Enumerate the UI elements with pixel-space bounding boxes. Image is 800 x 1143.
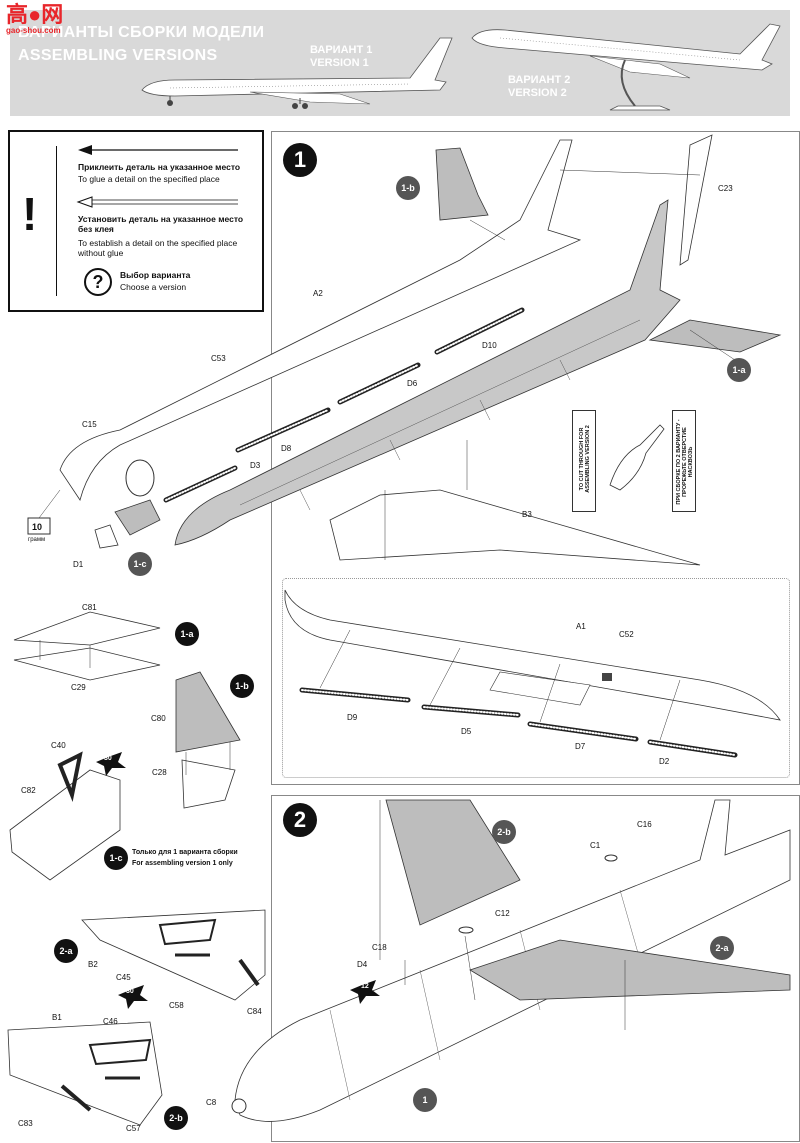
legend-choose-ru: Выбор варианта bbox=[120, 270, 191, 280]
part-c40: C40 bbox=[51, 741, 66, 750]
star-count-2a: 30 bbox=[126, 988, 134, 995]
part-d4: D4 bbox=[357, 960, 368, 969]
badge-2b: 2-b bbox=[492, 820, 516, 844]
part-d2: D2 bbox=[659, 757, 670, 766]
badge-part-1: 1 bbox=[413, 1088, 437, 1112]
part-c58: C58 bbox=[169, 1001, 184, 1010]
warning-exclamation-icon: ! bbox=[22, 188, 38, 240]
subassembly-1c-drawing bbox=[9, 751, 126, 881]
legend-glue-ru: Приклеить деталь на указанное место bbox=[78, 162, 241, 172]
part-c12: C12 bbox=[495, 909, 510, 918]
version1-only-note-ru: Только для 1 варианта сборки bbox=[132, 849, 238, 856]
subassembly-1a-drawing bbox=[13, 611, 161, 681]
watermark-text: 高●网 bbox=[6, 2, 64, 27]
part-c82: C82 bbox=[21, 786, 36, 795]
version2-label-en: VERSION 2 bbox=[508, 87, 567, 99]
subassembly-1b-drawing bbox=[175, 671, 241, 809]
version1-only-note-en: For assembling version 1 only bbox=[132, 860, 233, 867]
badge-sub-1b: 1-b bbox=[230, 674, 254, 698]
part-d8: D8 bbox=[281, 444, 292, 453]
legend-noglue-en: To establish a detail on the specified p… bbox=[78, 238, 238, 258]
watermark-url: gao-shou.com bbox=[6, 26, 61, 35]
part-b1: B1 bbox=[52, 1013, 62, 1022]
part-c8: C8 bbox=[206, 1098, 217, 1107]
legend-glue-en: To glue a detail on the specified place bbox=[78, 174, 220, 184]
part-c28: C28 bbox=[152, 768, 167, 777]
watermark-logo: 高●网 gao-shou.com bbox=[6, 4, 78, 36]
part-c46: C46 bbox=[103, 1017, 118, 1026]
part-d7: D7 bbox=[575, 742, 586, 751]
part-d9: D9 bbox=[347, 713, 358, 722]
glue-arrow-icon bbox=[78, 145, 238, 155]
badge-sub-1c: 1-c bbox=[104, 846, 128, 870]
part-b2: B2 bbox=[88, 960, 98, 969]
noglue-arrow-icon bbox=[76, 196, 238, 208]
badge-2a: 2-a bbox=[710, 936, 734, 960]
legend-box: ! Приклеить деталь на указанное место To… bbox=[8, 130, 264, 312]
weight-value: 10 bbox=[32, 522, 43, 532]
part-c53: C53 bbox=[211, 354, 226, 363]
version1-label-en: VERSION 1 bbox=[310, 57, 369, 69]
badge-sub-2b: 2-b bbox=[164, 1106, 188, 1130]
assembling-versions-header: ВАРИАНТЫ СБОРКИ МОДЕЛИ ASSEMBLING VERSIO… bbox=[10, 10, 790, 116]
part-d5: D5 bbox=[461, 727, 472, 736]
part-c18: C18 bbox=[372, 943, 387, 952]
badge-sub-2a: 2-a bbox=[54, 939, 78, 963]
star-count-1c: 30 bbox=[104, 755, 112, 762]
knife-hand-icon bbox=[609, 424, 665, 491]
part-c57: C57 bbox=[126, 1124, 141, 1133]
version2-label-ru: ВАРИАНТ 2 bbox=[508, 74, 571, 86]
part-c29: C29 bbox=[71, 683, 86, 692]
part-d1: D1 bbox=[73, 560, 84, 569]
choose-version-question-icon: ? bbox=[84, 268, 112, 296]
part-c80: C80 bbox=[151, 714, 166, 723]
part-c1: C1 bbox=[590, 841, 601, 850]
part-c52: C52 bbox=[619, 630, 634, 639]
star-count-step2: 12 bbox=[361, 983, 369, 990]
subassembly-2b-drawing bbox=[7, 1021, 163, 1126]
badge-sub-1a: 1-a bbox=[175, 622, 199, 646]
cut-note-en-box: TO CUT THROUGH FOR ASSEMBLING VERSION 2 bbox=[572, 410, 596, 512]
cut-note-ru-box: ПРИ СБОРКЕ ПО 2 ВАРИАНТУ - ПРОРЕЖЬТЕ ОТВ… bbox=[672, 410, 696, 512]
step2-number: 2 bbox=[283, 803, 317, 837]
part-c16: C16 bbox=[637, 820, 652, 829]
step1-number: 1 bbox=[283, 143, 317, 177]
part-d3: D3 bbox=[250, 461, 261, 470]
version1-label-ru: ВАРИАНТ 1 bbox=[310, 44, 373, 56]
legend-choose-en: Choose a version bbox=[120, 282, 187, 292]
badge-1a: 1-a bbox=[727, 358, 751, 382]
header-title-ru: ВАРИАНТЫ СБОРКИ МОДЕЛИ bbox=[18, 24, 265, 41]
part-d6: D6 bbox=[407, 379, 418, 388]
badge-1b: 1-b bbox=[396, 176, 420, 200]
airplane-version1-illustration bbox=[141, 37, 453, 109]
part-a1: A1 bbox=[576, 622, 586, 631]
version2-fuselage-subpanel bbox=[282, 578, 790, 778]
part-a2: A2 bbox=[313, 289, 323, 298]
weight-unit: грамм bbox=[28, 537, 46, 543]
header-title-en: ASSEMBLING VERSIONS bbox=[18, 47, 218, 64]
part-c15: C15 bbox=[82, 420, 97, 429]
legend-divider bbox=[20, 146, 57, 296]
part-d10: D10 bbox=[482, 341, 497, 350]
part-c23: C23 bbox=[718, 184, 733, 193]
subassembly-2a-drawing bbox=[81, 909, 266, 1009]
part-c83: C83 bbox=[18, 1119, 33, 1128]
airplane-version2-illustration bbox=[471, 23, 781, 111]
part-c81: C81 bbox=[82, 603, 97, 612]
part-c84: C84 bbox=[247, 1007, 262, 1016]
part-c45: C45 bbox=[116, 973, 131, 982]
legend-noglue-ru: Установить деталь на указанное место без… bbox=[78, 214, 244, 234]
part-b3: B3 bbox=[522, 510, 532, 519]
badge-1c: 1-c bbox=[128, 552, 152, 576]
